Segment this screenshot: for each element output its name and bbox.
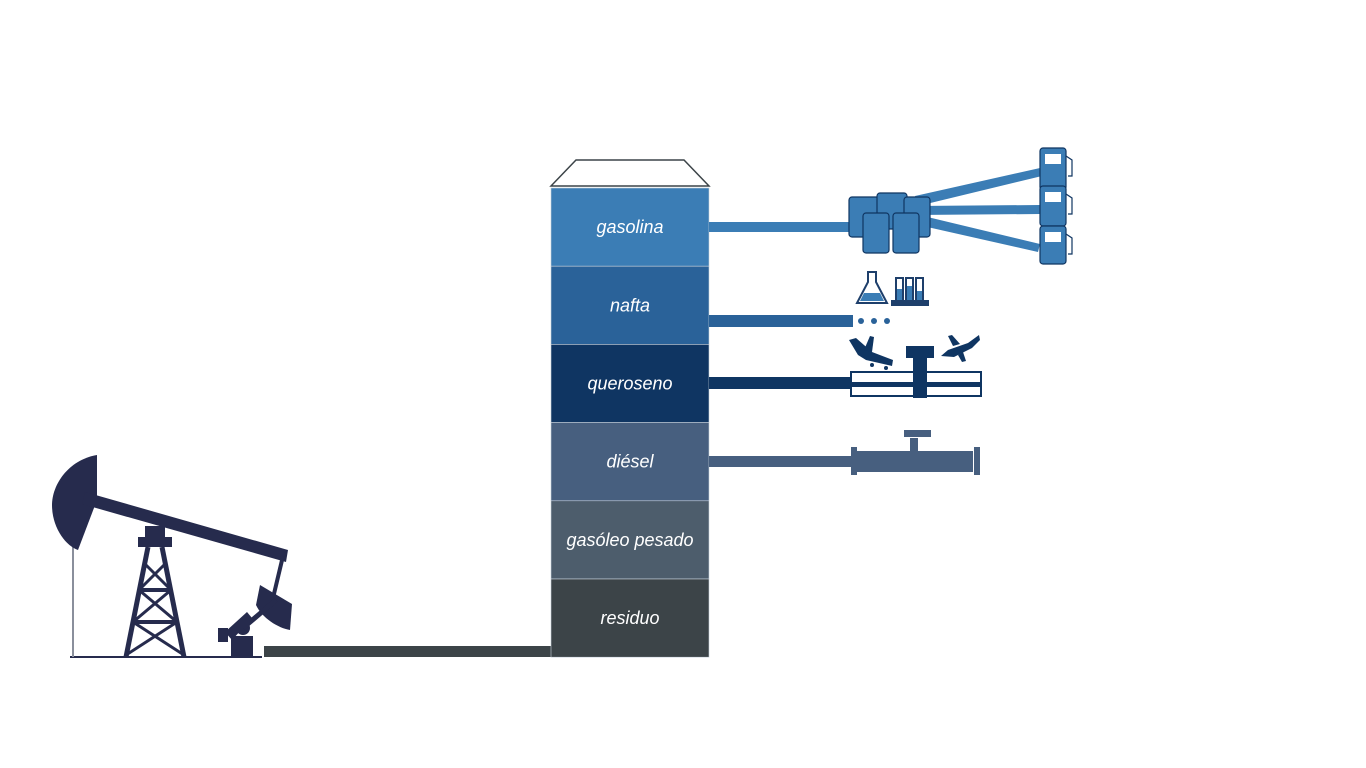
gasolina-pipe	[709, 222, 851, 232]
fraction-band-gasoleo-pesado	[550, 500, 710, 580]
pipeline-valve-icon	[851, 430, 980, 475]
fraction-band-queroseno	[550, 344, 710, 423]
queroseno-pipe	[709, 377, 853, 389]
fraction-band-gasolina	[550, 187, 710, 267]
fraction-gasolina: gasolina	[550, 187, 710, 267]
pumpjack-icon	[52, 455, 292, 658]
fraction-label: nafta	[610, 295, 650, 315]
outlet-pipes	[709, 222, 853, 467]
fraction-band-residuo	[550, 578, 710, 658]
fraction-band-nafta	[550, 265, 710, 345]
chemistry-flask-icon	[855, 271, 889, 304]
fraction-band-diesel	[550, 422, 710, 502]
fraction-diesel: diésel	[550, 422, 710, 502]
column-cap	[549, 159, 711, 187]
diesel-pipe	[709, 456, 851, 467]
fraction-residuo: residuo	[550, 578, 710, 658]
test-tubes-icon	[891, 277, 929, 306]
control-tower-icon	[906, 346, 934, 398]
fraction-queroseno: queroseno	[550, 344, 710, 423]
fraction-label: diésel	[606, 452, 654, 472]
naphtha-destination	[855, 271, 929, 324]
fraction-label: residuo	[600, 608, 659, 628]
kerosene-destination	[849, 335, 982, 398]
fuel-pump-icon	[1039, 185, 1073, 227]
fraction-label: queroseno	[587, 374, 672, 394]
fuel-pump-icon	[1039, 225, 1073, 265]
airplane-landing-icon	[849, 336, 893, 370]
fuel-pump-icon	[1039, 147, 1073, 191]
fraction-label: gasóleo pesado	[566, 530, 693, 550]
feed-pipe	[264, 646, 552, 657]
fraction-label: gasolina	[596, 217, 663, 237]
nafta-pipe	[709, 315, 853, 327]
gasoline-distribution	[848, 147, 1073, 265]
distillation-column: gasolina nafta queroseno diésel gasóleo pesa…	[549, 159, 711, 658]
fraction-gasoleo-pesado: gasóleo pesado	[550, 500, 710, 580]
fraction-nafta: nafta	[550, 265, 710, 345]
airplane-takeoff-icon	[941, 335, 980, 362]
